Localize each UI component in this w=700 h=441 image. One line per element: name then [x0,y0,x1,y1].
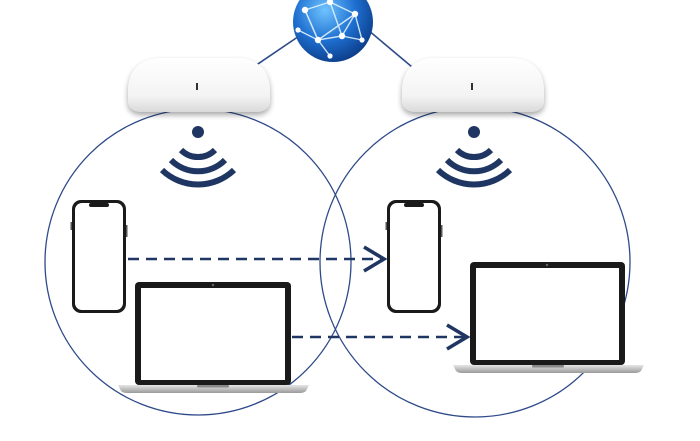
roaming-arrow-laptop [292,323,471,351]
uplink-right [367,29,419,73]
wifi-signal-left-icon [159,126,237,188]
access-point-left-icon [128,58,270,112]
globe-icon [293,0,373,62]
laptop-left-icon [118,282,309,393]
access-point-right-icon [402,58,544,112]
wifi-signal-right-icon [435,126,513,188]
roaming-arrow-phone [128,245,388,273]
laptop-right-icon [453,262,644,373]
phone-left-icon [70,200,128,313]
phone-right-icon [385,200,443,313]
